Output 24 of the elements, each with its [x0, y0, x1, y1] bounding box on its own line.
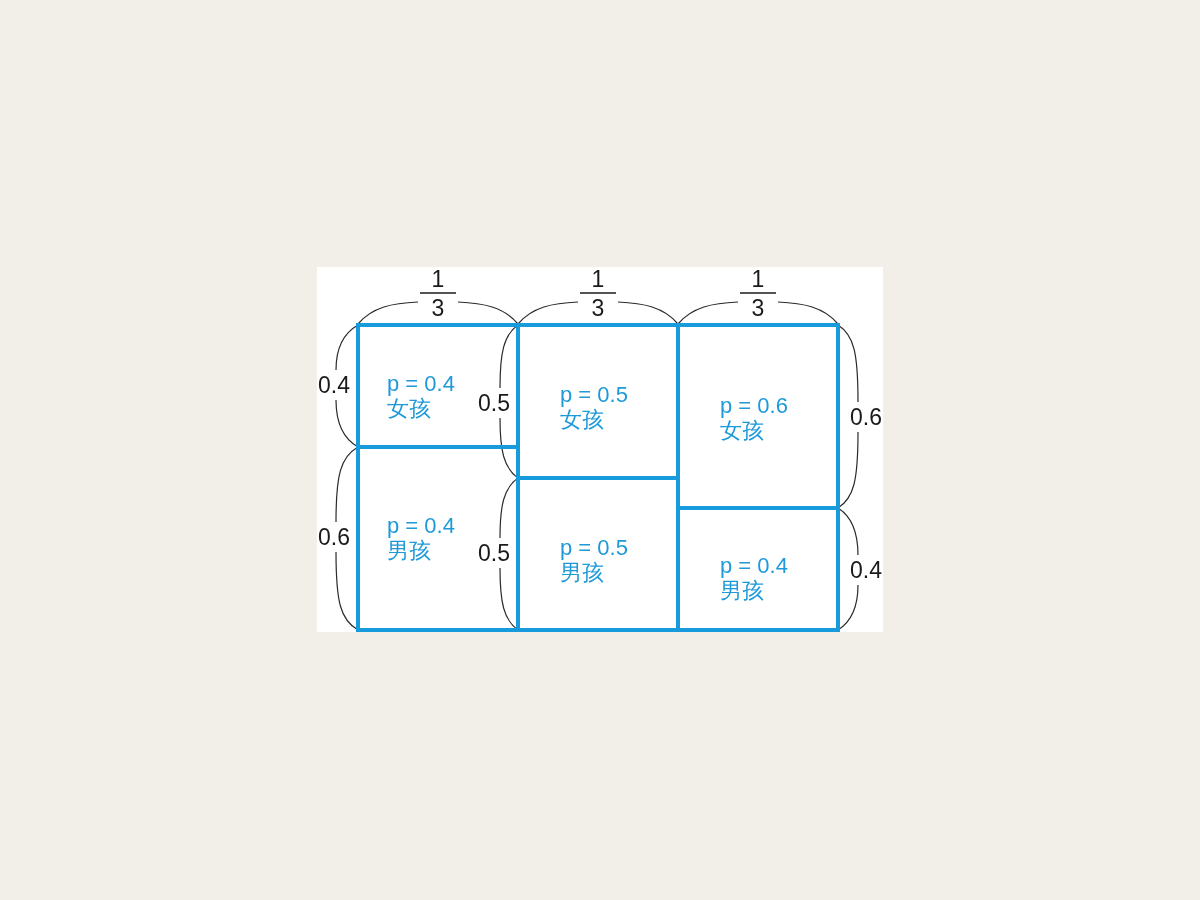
numerator: 1	[591, 267, 605, 291]
category-label: 男孩	[560, 559, 604, 585]
dimension-label: 0.6	[850, 405, 882, 429]
category-label: 男孩	[387, 537, 431, 563]
probability-label: p = 0.4	[720, 552, 788, 578]
category-label: 女孩	[387, 395, 431, 421]
denominator: 3	[431, 296, 445, 320]
dimension-label: 0.5	[478, 541, 510, 565]
probability-label: p = 0.4	[387, 370, 455, 396]
probability-label: p = 0.5	[560, 534, 628, 560]
dimension-label: 0.4	[850, 558, 882, 582]
probability-label: p = 0.6	[720, 392, 788, 418]
dimension-label: 0.5	[478, 391, 510, 415]
denominator: 3	[751, 296, 765, 320]
numerator: 1	[751, 267, 765, 291]
denominator: 3	[591, 296, 605, 320]
category-label: 女孩	[720, 417, 764, 443]
dimension-label: 0.4	[318, 373, 350, 397]
dimension-label: 0.6	[318, 525, 350, 549]
probability-label: p = 0.5	[560, 381, 628, 407]
numerator: 1	[431, 267, 445, 291]
category-label: 女孩	[560, 406, 604, 432]
category-label: 男孩	[720, 577, 764, 603]
probability-label: p = 0.4	[387, 512, 455, 538]
